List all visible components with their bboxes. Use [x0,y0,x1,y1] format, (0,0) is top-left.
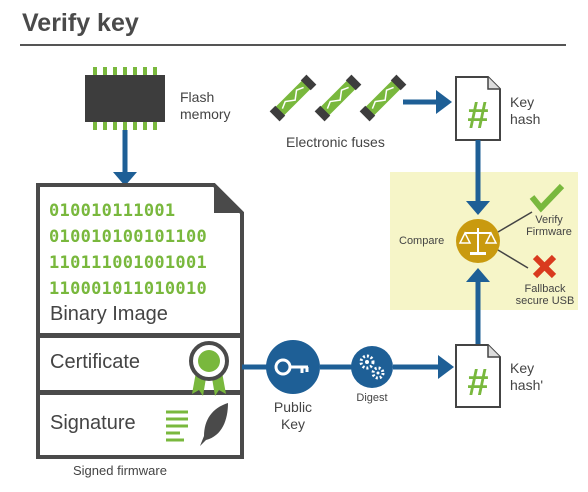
binary-line: 010010100101100 [49,227,208,247]
document-hash-icon [455,76,501,141]
compare-label: Compare [399,235,445,247]
signature-lines-icon [166,410,188,442]
firmware-document [36,183,244,459]
signature-label: Signature [50,412,136,434]
binary-line: 110001011010010 [49,279,208,299]
key-icon [266,340,320,394]
seal-icon [189,341,229,396]
title-divider [20,44,566,46]
verify-firmware-label: Verify Firmware [526,214,572,238]
fuse-icon [269,74,407,122]
scales-icon [456,219,500,263]
checkmark-icon [529,183,565,213]
fallback-branch [497,249,529,269]
certificate-label: Certificate [50,351,141,373]
digest-label: Digest [356,392,388,404]
cross-icon [532,254,557,279]
signed-firmware-label: Signed firmware [73,463,167,478]
electronic-fuses-label: Electronic fuses [286,134,385,150]
flash-memory-label: Flash memory [180,89,231,122]
public-key-label: Public Key [273,399,313,432]
verify-branch [497,211,533,233]
binary-line: 110111001001001 [49,253,208,273]
key-hash-symbol: # [467,95,488,137]
key-hash-label: Key hash [510,94,541,127]
chip-icon [85,67,165,130]
key-hash-prime-label: Key hash' [510,360,544,393]
gears-icon [351,346,393,388]
key-hash-prime-symbol: # [467,362,488,404]
binary-lines: 010010111001 010010100101100 11011100100… [49,198,207,302]
document-hash-prime-icon [455,344,501,408]
fallback-label: Fallback secure USB [515,283,575,307]
binary-line: 010010111001 [49,201,176,221]
page-title: Verify key [22,9,139,37]
binary-image-label: Binary Image [50,303,168,325]
feather-pen-icon [200,403,228,446]
